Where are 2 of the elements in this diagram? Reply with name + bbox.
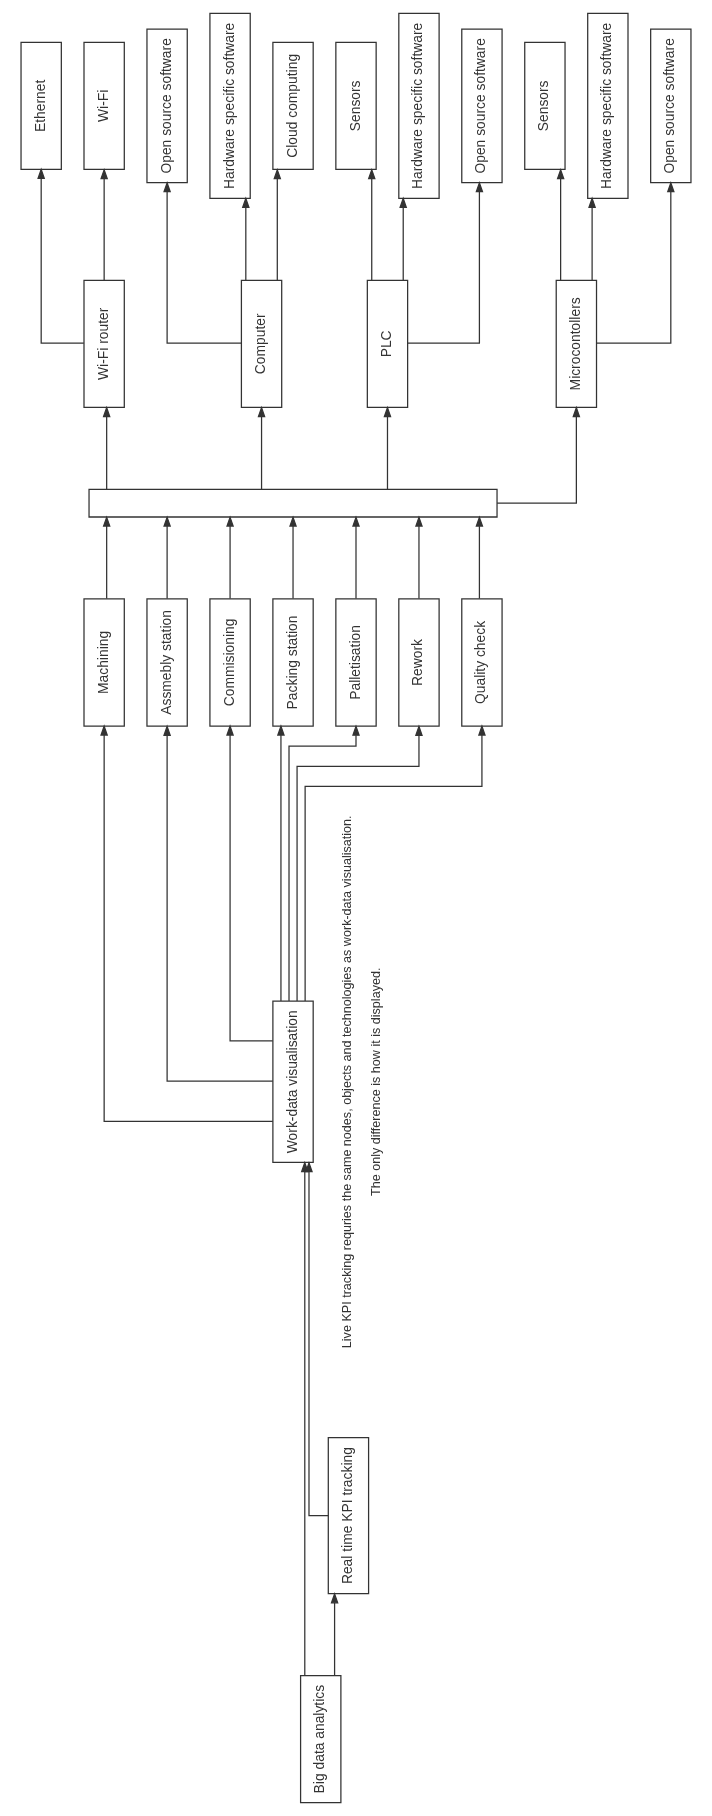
label: The only difference is how it is displayed. xyxy=(368,967,383,1196)
label: Live KPI tracking requries the same nodes, objects and technologies as work-data visualisation. xyxy=(339,815,354,1349)
